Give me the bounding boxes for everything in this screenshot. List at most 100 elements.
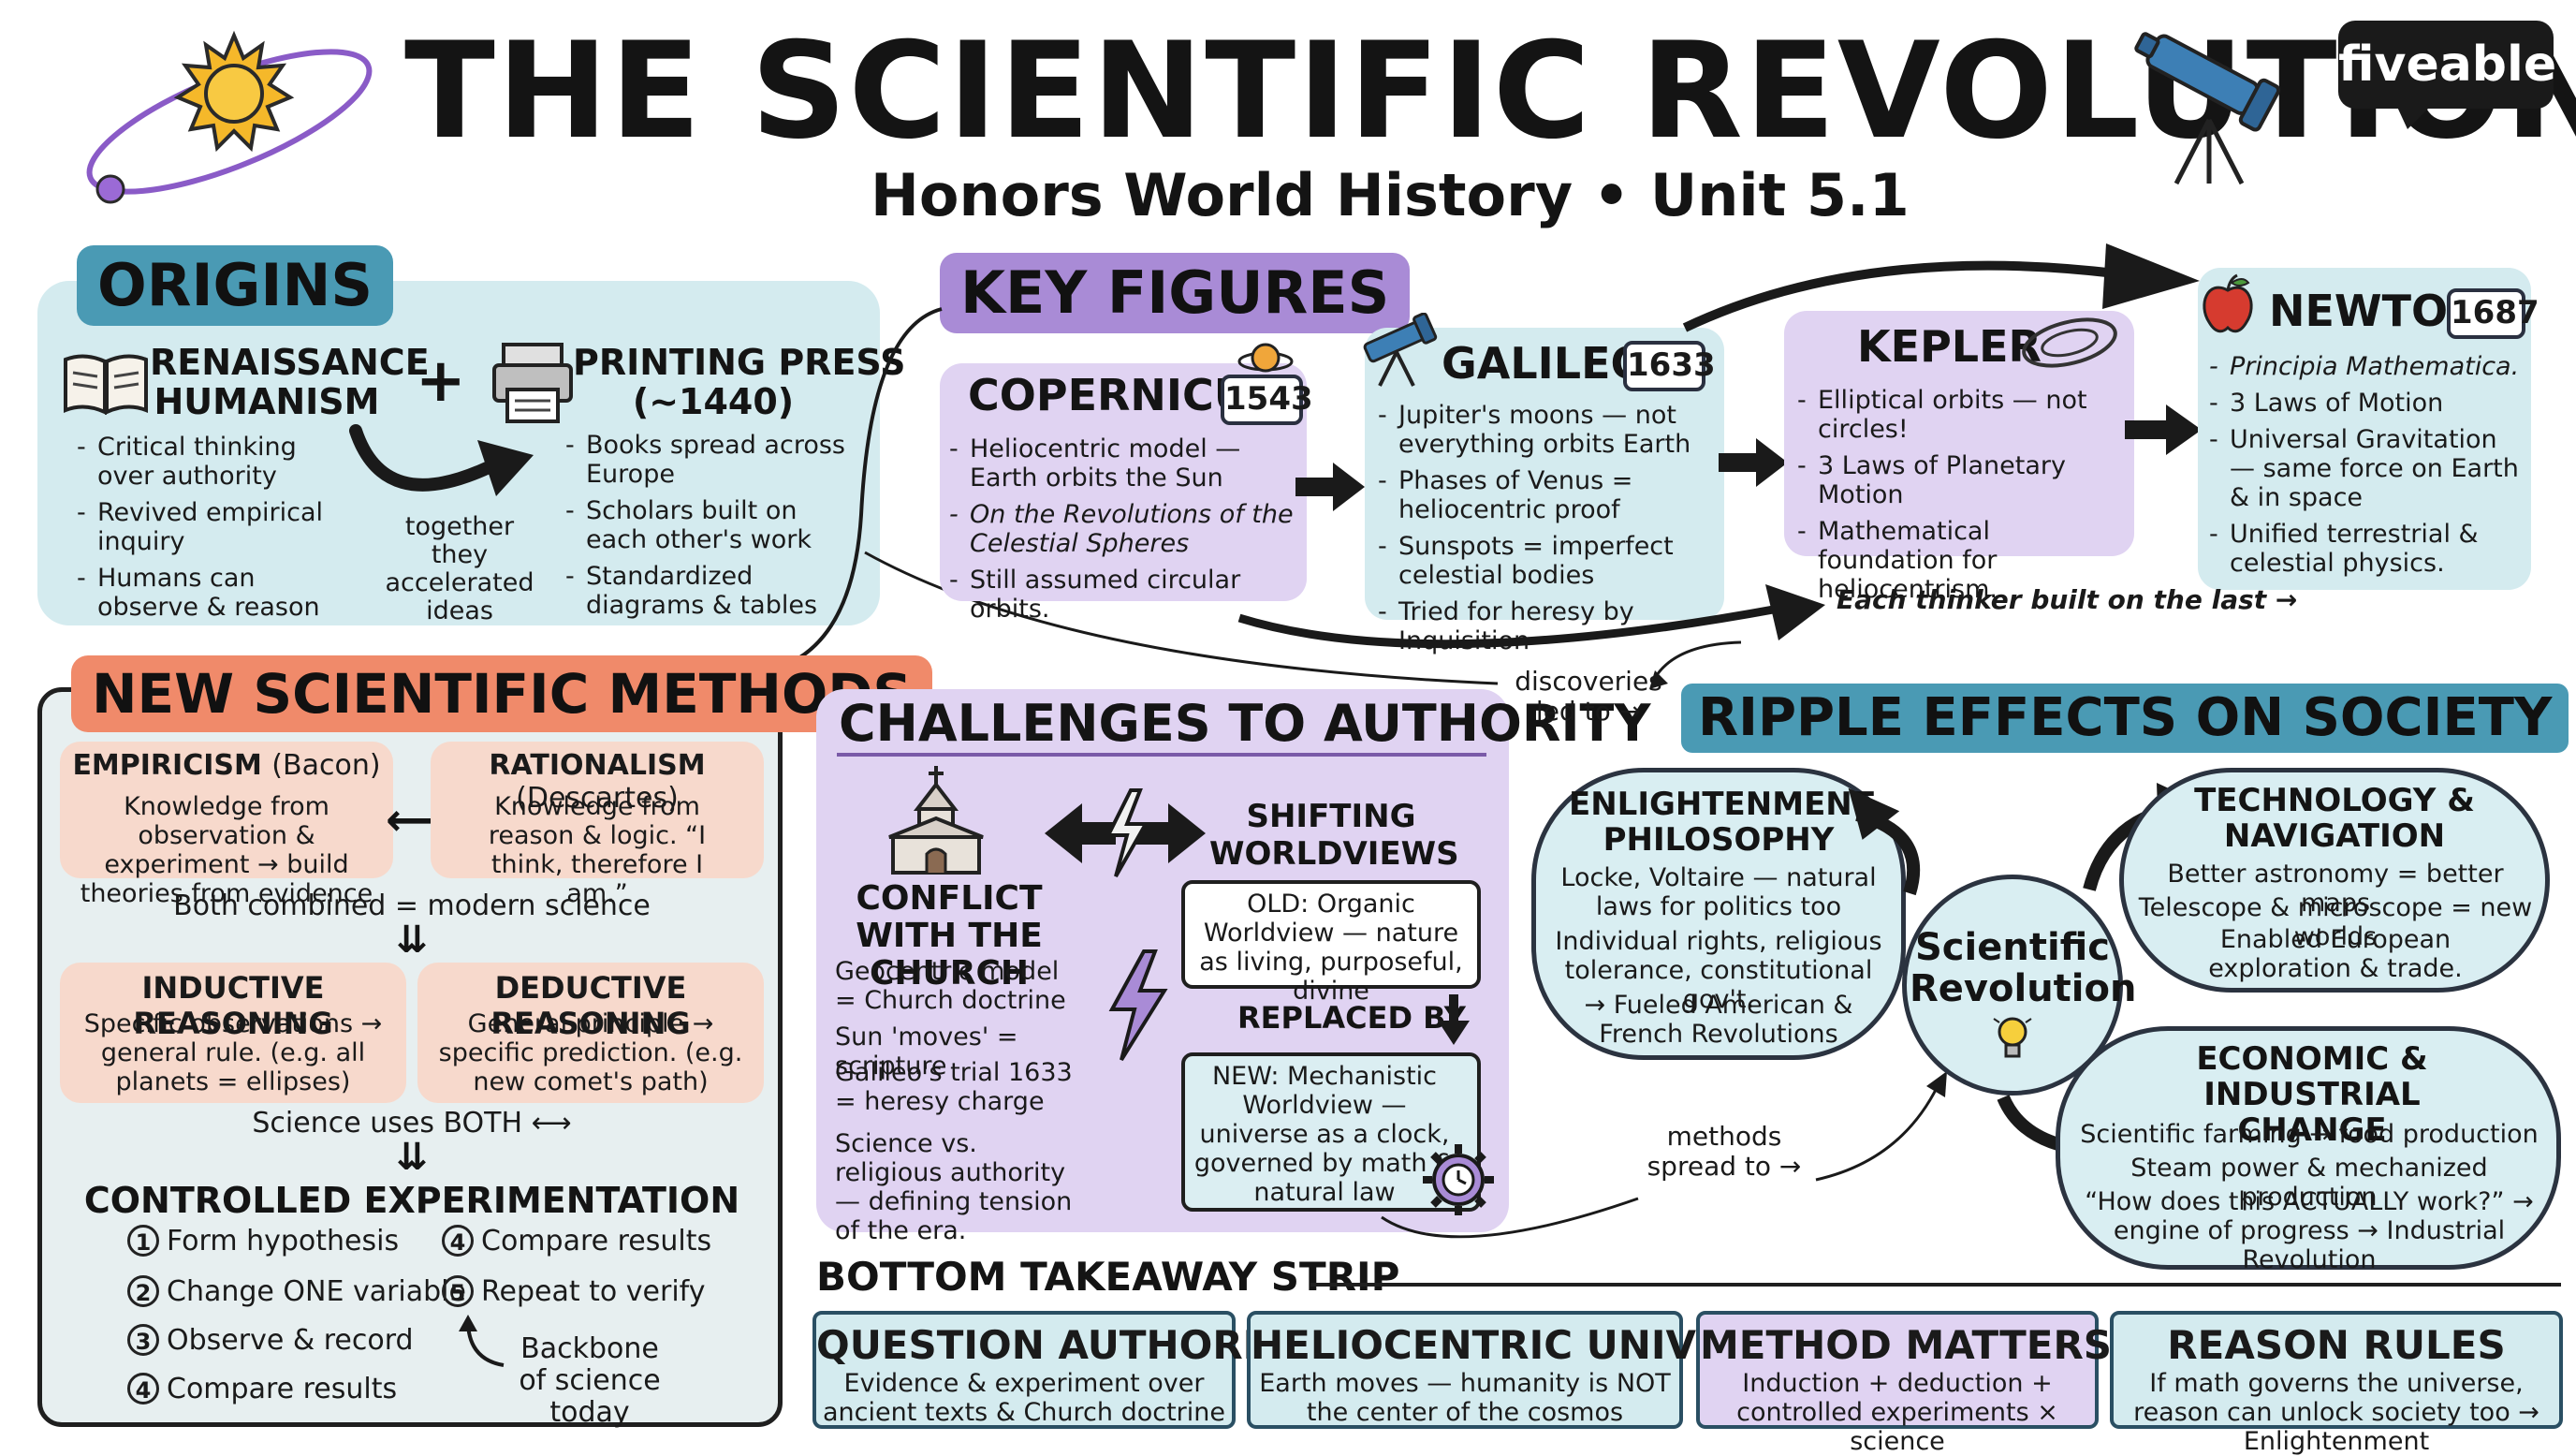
economic-cloud (2056, 1026, 2561, 1270)
humanism-heading: RENAISSANCE HUMANISM (150, 342, 430, 422)
gear-clock-icon (1423, 1144, 1494, 1215)
apple-icon (2203, 273, 2253, 333)
copernicus-bullets: Heliocentric model — Earth orbits the Su… (949, 434, 1297, 631)
press-bullets: Books spread across Europe Scholars buil… (565, 431, 865, 627)
inductive-card (60, 963, 406, 1103)
lightning-icon (1108, 949, 1168, 1062)
down-arrows-icon: ⇊ (396, 1136, 428, 1179)
empiricism-person: (Bacon) (271, 749, 381, 782)
kepler-name: KEPLER (1857, 321, 2042, 372)
hook-arrow-icon (459, 1315, 505, 1367)
printing-press-icon (492, 343, 573, 423)
center-circle (1902, 875, 2123, 1096)
church-item: Geocentric model = Church doctrine (835, 957, 1066, 1015)
step-number: 1 (127, 1225, 159, 1257)
conflict-arrows-icon (1045, 788, 1206, 877)
brand-logo-tail (2396, 105, 2432, 129)
takeaway-card: REASON RULES If math governs the univers… (2110, 1311, 2563, 1456)
technology-line: Enabled European exploration & trade. (2208, 925, 2463, 983)
methods-spread-note: methods spread to → (1647, 1121, 1802, 1182)
humanism-bullet: Revived empirical inquiry (77, 498, 358, 556)
key-figures-title: KEY FIGURES (940, 253, 1411, 333)
page-subtitle: Honors World History • Unit 5.1 (871, 161, 1910, 229)
takeaway-card-text: Induction + deduction + controlled exper… (1736, 1369, 2058, 1456)
kepler-bullet: 3 Laws of Planetary Motion (1797, 451, 2125, 509)
press-heading: PRINTING PRESS (~1440) (573, 342, 906, 421)
economic-line: Steam power & mechanized production (2130, 1154, 2488, 1212)
galileo-year: 1633 (1623, 341, 1716, 391)
deductive-text: General principle → specific prediction.… (438, 1009, 743, 1096)
plus-sign: + (416, 346, 466, 416)
kepler-bullet: Mathematical foundation for heliocentris… (1797, 517, 2125, 604)
copernicus-bullet: Still assumed circular orbits. (949, 566, 1297, 624)
rationalism-person: (Descartes) (516, 782, 679, 815)
takeaway-card: METHOD MATTERS Induction + deduction + c… (1696, 1311, 2113, 1456)
takeaway-card-text: Earth moves — humanity is NOT the center… (1259, 1369, 1671, 1427)
arrow-right-icon (1719, 438, 1788, 487)
newton-bullet: 3 Laws of Motion (2209, 389, 2527, 418)
humanism-bullet: Critical thinking over authority (77, 433, 358, 491)
replaced-by-label: REPLACED BY (1237, 1000, 1466, 1036)
old-worldview-card (1181, 880, 1481, 989)
takeaway-card-title: METHOD MATTERS (1700, 1322, 2113, 1368)
inductive-name: INDUCTIVE REASONING (133, 970, 333, 1041)
step-number: 3 (127, 1324, 159, 1356)
curved-arrow-icon (349, 424, 534, 496)
both-note: Science uses BOTH ⟷ (252, 1107, 572, 1140)
curved-arrow-icon (1237, 584, 1825, 649)
newton-bullets: Principia Mathematica. 3 Laws of Motion … (2209, 352, 2527, 585)
backbone-note: Backbone of science today (519, 1332, 661, 1429)
planet-icon (1237, 343, 1294, 373)
arrow-to-newton-icon (1682, 243, 2200, 332)
newton-bullet: Unified terrestrial & celestial physics. (2209, 520, 2527, 578)
technology-heading: TECHNOLOGY & NAVIGATION (2194, 782, 2475, 855)
humanism-heading-line1: RENAISSANCE (150, 342, 430, 383)
step-number: 5 (442, 1275, 474, 1307)
step-label: Observe & record (167, 1324, 414, 1357)
combined-note: Both combined = modern science (173, 890, 651, 922)
step-number: 4 (127, 1373, 159, 1405)
takeaway-card-text: If math governs the universe, reason can… (2133, 1369, 2539, 1456)
discoveries-note: discoveries led to → (1515, 666, 1662, 727)
takeaway-card: HELIOCENTRIC UNIVERSE Earth moves — huma… (1247, 1311, 1809, 1429)
press-bullet: Standardized diagrams & tables (565, 562, 865, 620)
newton-bullet: Universal Gravitation — same force on Ea… (2209, 425, 2527, 512)
economic-heading: ECONOMIC & INDUSTRIAL CHANGE (2196, 1040, 2428, 1149)
brand-logo-text: fiveable (2338, 37, 2557, 93)
step-label: Change ONE variable (167, 1275, 466, 1308)
arrow-down-icon (1438, 994, 1470, 1045)
galileo-bullets: Jupiter's moons — not everything orbits … (1378, 401, 1715, 663)
enlightenment-cloud (1531, 768, 1906, 1060)
humanism-heading-line2: HUMANISM (154, 381, 380, 422)
sun-orbit-icon (86, 30, 373, 204)
new-worldview-card (1181, 1052, 1481, 1212)
empiricism-card (60, 742, 393, 878)
telescope-icon (2134, 32, 2281, 185)
press-bullet: Scholars built on each other's work (565, 496, 865, 554)
enlightenment-heading: ENLIGHTENMENT PHILOSOPHY (1569, 786, 1874, 859)
enlightenment-line: → Fueled American & French Revolutions (1584, 991, 1853, 1049)
ripple-title: RIPPLE EFFECTS ON SOCIETY (1681, 684, 2569, 753)
brand-logo: fiveable (2338, 21, 2557, 129)
galileo-name: GALILEO (1442, 338, 1647, 389)
church-heading: CONFLICT WITH THE CHURCH (856, 879, 1043, 993)
press-heading-line1: PRINTING PRESS (573, 342, 906, 383)
takeaway-card-title: HELIOCENTRIC UNIVERSE (1251, 1322, 1809, 1368)
rationalism-text: Knowledge from reason & logic. “I think,… (488, 792, 707, 908)
enlightenment-line: Individual rights, religious tolerance, … (1555, 927, 1882, 1014)
press-bullet: Books spread across Europe (565, 431, 865, 489)
center-label: Scientific Revolution (1910, 926, 2137, 1010)
telescope-small-icon (1363, 313, 1438, 387)
newton-year: 1687 (2447, 288, 2539, 339)
church-item: Galileo's trial 1633 = heresy charge (835, 1058, 1073, 1116)
takeaway-card-text: Evidence & experiment over ancient texts… (822, 1369, 1225, 1427)
empiricism-name: EMPIRICISM (72, 749, 262, 782)
church-item: Science vs. religious authority — defini… (835, 1129, 1073, 1245)
challenges-underline (837, 753, 1486, 757)
